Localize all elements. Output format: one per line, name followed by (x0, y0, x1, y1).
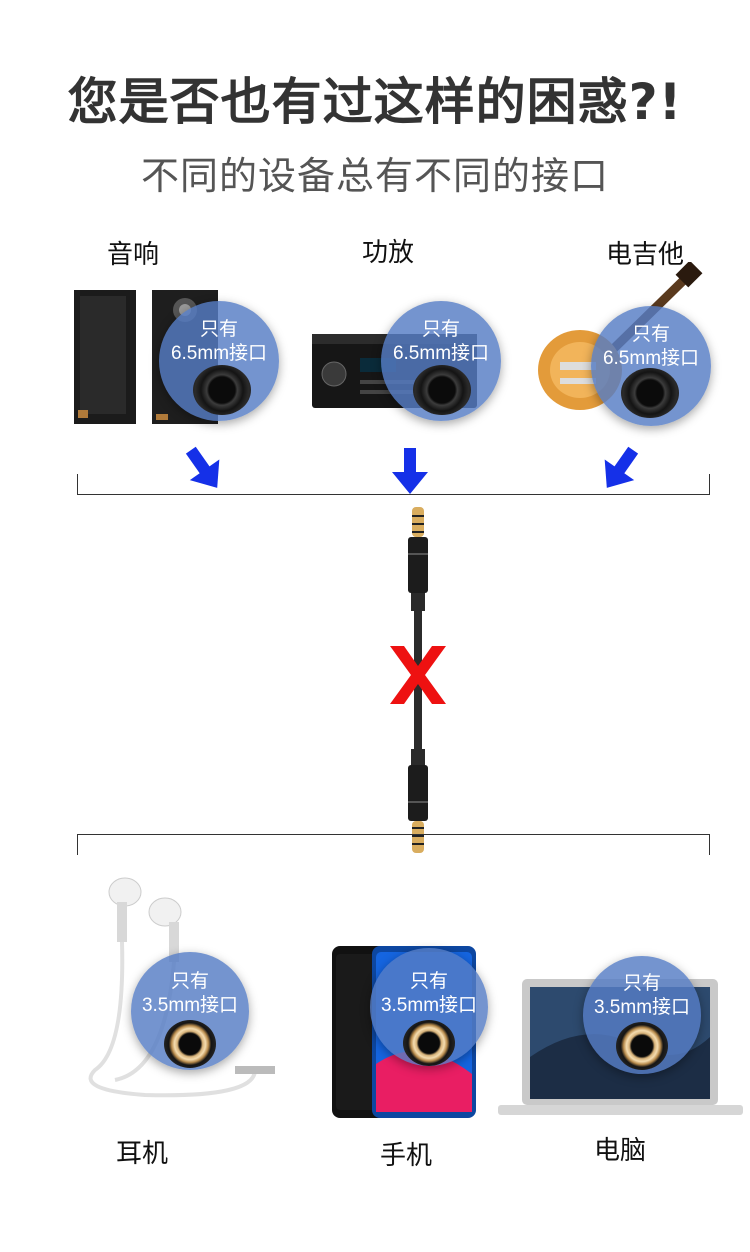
earphones-port-badge: 只有 3.5mm接口 (131, 952, 249, 1070)
arrow-down-icon (390, 446, 430, 496)
speaker-label: 音响 (106, 240, 159, 270)
arrow-down-right-icon (180, 444, 228, 494)
badge-line1: 只有 (409, 971, 448, 992)
phone-label: 手机 (379, 1141, 432, 1171)
jack-socket-icon (616, 1022, 668, 1070)
top-bracket (77, 474, 710, 495)
badge-line1: 只有 (622, 973, 661, 994)
laptop-label: 电脑 (593, 1136, 646, 1166)
page-subtitle: 不同的设备总有不同的接口 (140, 154, 609, 198)
badge-line2: 3.5mm接口 (380, 995, 478, 1016)
jack-socket-icon (413, 365, 471, 415)
speaker-port-badge: 只有 6.5mm接口 (159, 301, 279, 421)
badge-line2: 3.5mm接口 (141, 995, 239, 1016)
page-title: 您是否也有过这样的困惑?! (67, 73, 683, 131)
badge-line2: 6.5mm接口 (170, 343, 268, 364)
bottom-bracket (77, 834, 710, 855)
cross-icon (386, 644, 450, 710)
badge-line1: 只有 (631, 324, 670, 345)
laptop-port-badge: 只有 3.5mm接口 (583, 956, 701, 1074)
phone-port-badge: 只有 3.5mm接口 (370, 948, 488, 1066)
arrow-down-left-icon (596, 444, 644, 494)
guitar-label: 电吉他 (605, 240, 684, 270)
badge-line2: 6.5mm接口 (392, 343, 490, 364)
badge-line2: 6.5mm接口 (602, 348, 700, 369)
badge-line1: 只有 (199, 319, 238, 340)
earphones-label: 耳机 (115, 1139, 168, 1169)
jack-socket-icon (164, 1020, 216, 1068)
amplifier-port-badge: 只有 6.5mm接口 (381, 301, 501, 421)
jack-socket-icon (403, 1020, 455, 1066)
badge-line2: 3.5mm接口 (593, 997, 691, 1018)
amplifier-label: 功放 (361, 238, 414, 268)
guitar-port-badge: 只有 6.5mm接口 (591, 306, 711, 426)
jack-socket-icon (621, 368, 679, 418)
jack-socket-icon (193, 365, 251, 415)
badge-line1: 只有 (421, 319, 460, 340)
badge-line1: 只有 (170, 971, 209, 992)
